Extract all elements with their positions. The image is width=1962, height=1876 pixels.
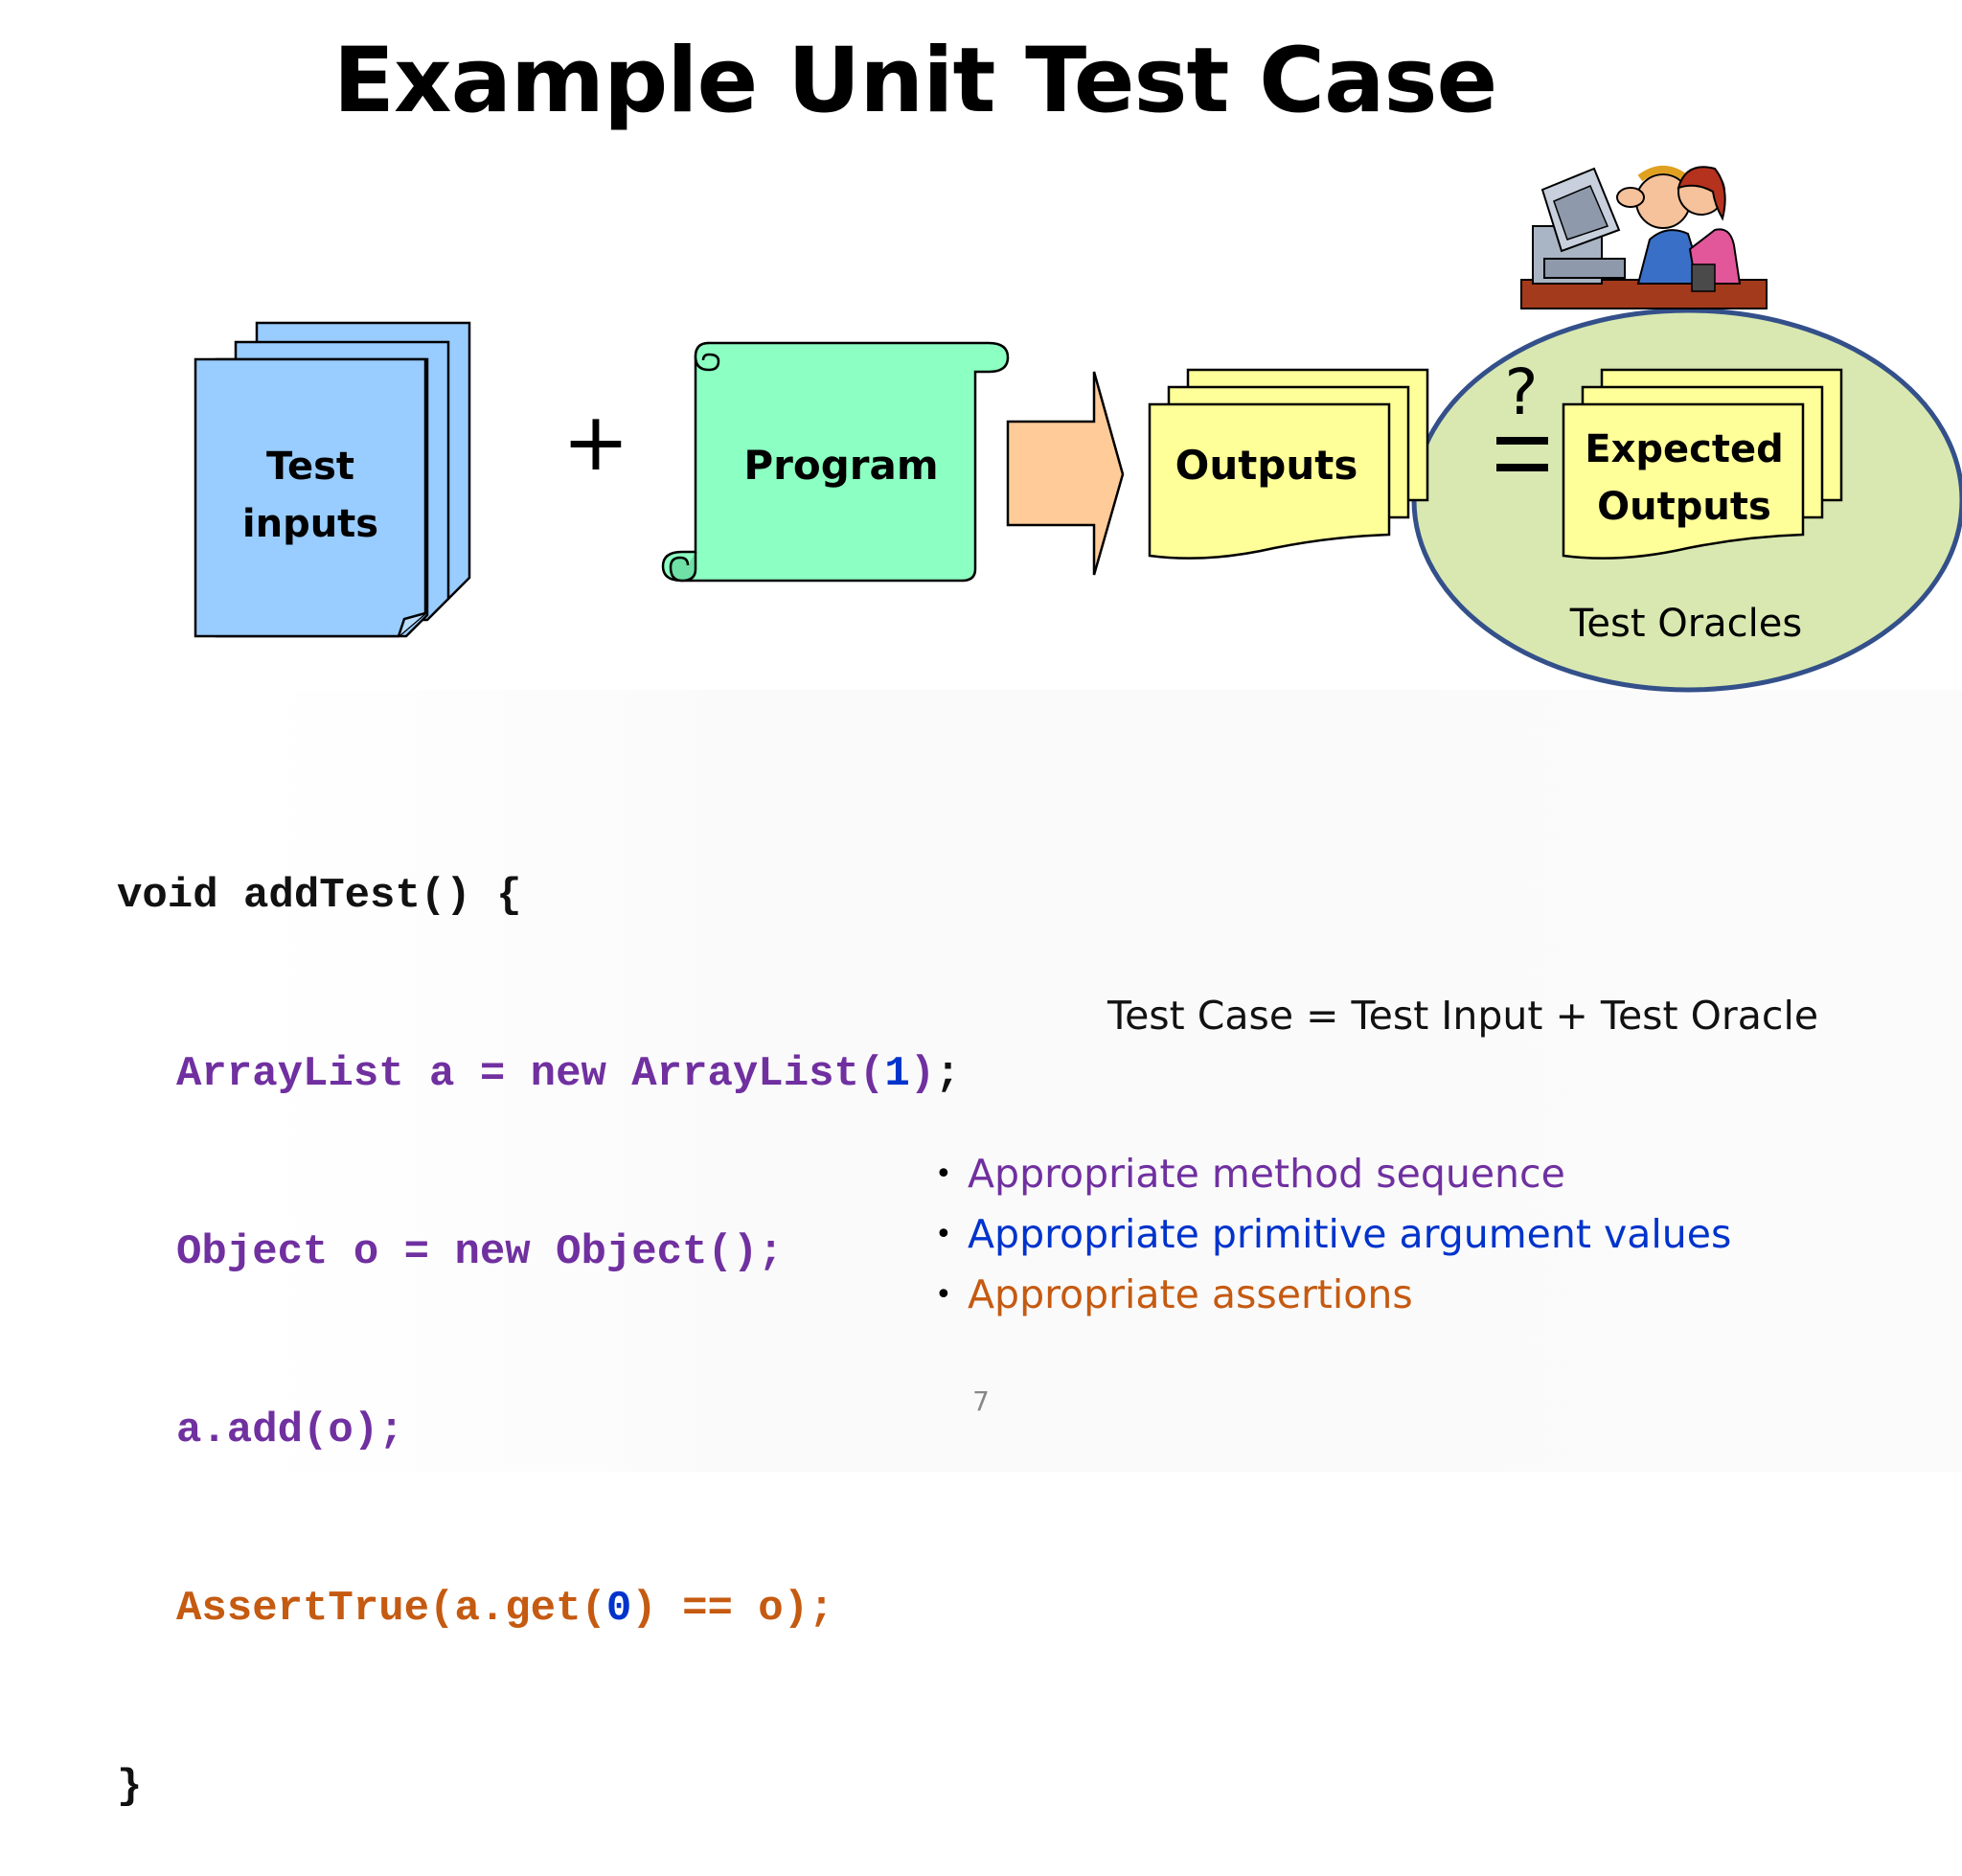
equals-bar-top xyxy=(1496,437,1548,445)
code-arraylist-semicolon: ; xyxy=(935,1050,961,1098)
expected-outputs-label-1: Expected xyxy=(1585,427,1783,471)
bullet-item: • Appropriate method sequence xyxy=(935,1144,1731,1204)
question-mark: ? xyxy=(1504,355,1538,429)
code-line-5: AssertTrue(a.get(0) == o); xyxy=(117,1579,961,1638)
expected-outputs-label-2: Outputs xyxy=(1597,485,1771,529)
code-line-3: Object o = new Object(); xyxy=(117,1223,961,1282)
code-arraylist-decl: ArrayList a = new ArrayList( xyxy=(176,1050,885,1098)
test-case-equation: Test Case = Test Input + Test Oracle xyxy=(1107,993,1819,1039)
flow-arrow xyxy=(1006,371,1125,576)
cartoon-people-at-computer-icon xyxy=(1520,166,1768,309)
code-line-2: ArrayList a = new ArrayList(1); xyxy=(117,1044,961,1104)
background-fade xyxy=(249,690,1962,1472)
outputs-label: Outputs xyxy=(1175,442,1358,489)
plus-sign: + xyxy=(562,395,629,489)
bullet-list: • Appropriate method sequence • Appropriat… xyxy=(935,1144,1731,1325)
code-assert-end: ) == o); xyxy=(631,1585,834,1633)
code-method-signature: void addTest() { xyxy=(117,872,522,920)
test-inputs-label-1: Test xyxy=(266,445,354,489)
bullet-item: • Appropriate assertions xyxy=(935,1265,1731,1325)
bullet-item: • Appropriate primitive argument values xyxy=(935,1204,1731,1265)
bullet-text: Appropriate method sequence xyxy=(968,1151,1565,1197)
test-diagram: Test inputs + Program Outputs ? Expected… xyxy=(194,166,1962,693)
test-inputs-label-2: inputs xyxy=(242,502,378,546)
expected-outputs-pages xyxy=(1562,368,1843,560)
outputs-pages xyxy=(1148,368,1429,560)
bullet-text: Appropriate assertions xyxy=(968,1271,1413,1317)
code-assert-arg: 0 xyxy=(605,1585,632,1633)
code-line-4: a.add(o); xyxy=(117,1401,961,1460)
code-line-1: void addTest() { xyxy=(117,866,961,926)
code-block: void addTest() { ArrayList a = new Array… xyxy=(117,747,961,1876)
test-oracles-label: Test Oracles xyxy=(1569,602,1802,646)
code-closing-brace: } xyxy=(117,1763,143,1811)
bullet-text: Appropriate primitive argument values xyxy=(968,1211,1732,1257)
code-arraylist-arg: 1 xyxy=(884,1050,910,1098)
code-assert-start: AssertTrue(a.get( xyxy=(176,1585,606,1633)
code-object-decl: Object o = new Object(); xyxy=(176,1228,784,1276)
equals-bar-bottom xyxy=(1496,464,1548,471)
code-arraylist-close: ) xyxy=(909,1050,936,1098)
code-add-call: a.add(o); xyxy=(176,1407,404,1454)
bullet-dot-icon: • xyxy=(935,1157,952,1191)
test-inputs-pages xyxy=(194,321,471,638)
program-scroll xyxy=(661,341,1010,583)
bullet-dot-icon: • xyxy=(935,1278,952,1312)
program-label: Program xyxy=(743,442,938,489)
slide-title: Example Unit Test Case xyxy=(332,29,1497,133)
page-number: 7 xyxy=(972,1385,990,1417)
bullet-dot-icon: • xyxy=(935,1218,952,1251)
code-line-6: } xyxy=(117,1757,961,1817)
